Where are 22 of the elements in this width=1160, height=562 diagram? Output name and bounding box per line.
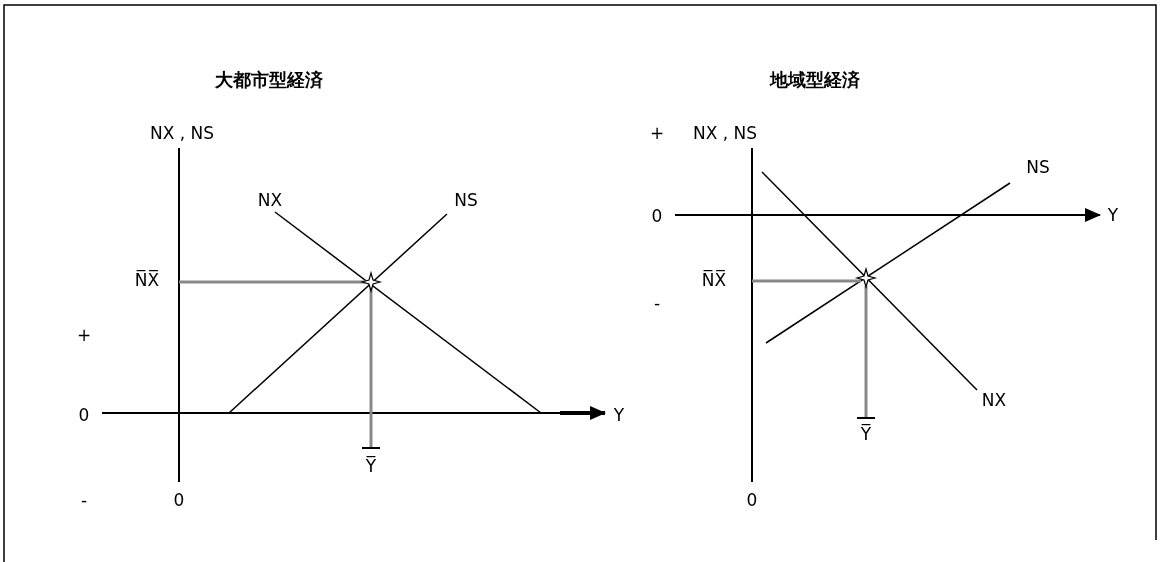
axis-value-label: N̅X̅ <box>134 270 160 290</box>
panel-title: 地域型経済 <box>770 70 860 90</box>
origin-label: 0 <box>651 206 663 226</box>
curve-label: NS <box>454 190 478 210</box>
sign-label: + <box>76 325 92 345</box>
axis-value-label: Y̅ <box>860 424 872 444</box>
sign-label: - <box>80 490 88 510</box>
axis-label: NX , NS <box>692 123 758 143</box>
sign-label: - <box>653 293 661 313</box>
axis-label: Y <box>1107 205 1119 225</box>
sign-label: + <box>649 123 665 143</box>
axis-value-label: N̅X̅ <box>701 270 727 290</box>
origin-label: 0 <box>746 490 758 510</box>
axis-label: Y <box>613 405 625 425</box>
origin-label: 0 <box>78 405 90 425</box>
axis-value-label: Y̅ <box>365 456 377 476</box>
axis-label: NX , NS <box>149 123 215 143</box>
curve-label: NX <box>981 390 1007 410</box>
curve-label: NS <box>1026 157 1050 177</box>
curve-label: NX <box>257 190 283 210</box>
origin-label: 0 <box>173 490 185 510</box>
panel-title: 大都市型経済 <box>215 70 323 90</box>
